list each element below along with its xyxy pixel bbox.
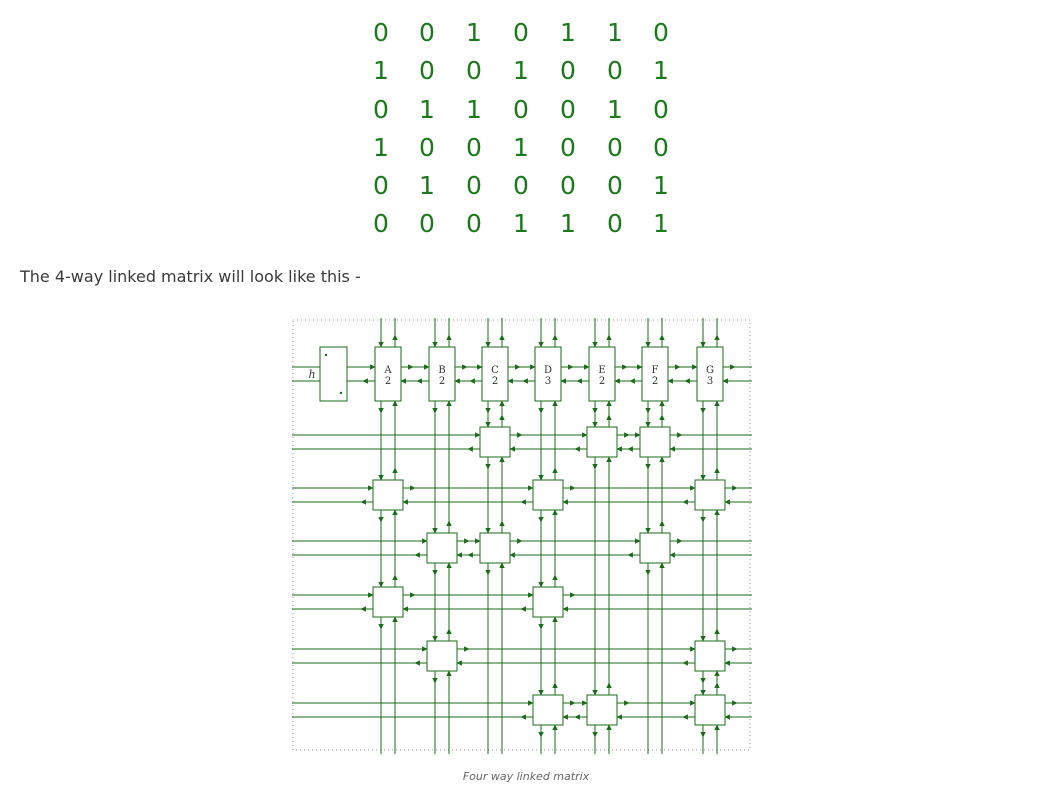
matrix-row: 0 0 1 0 1 1 0 xyxy=(356,14,686,52)
matrix-cell: 1 xyxy=(607,94,623,124)
matrix-cell: 0 xyxy=(419,18,435,47)
matrix-cell: 0 xyxy=(560,94,576,124)
matrix-node xyxy=(532,479,564,511)
column-header-node xyxy=(696,346,724,402)
head-node-dot xyxy=(324,353,328,357)
column-count: 3 xyxy=(545,376,551,387)
matrix-node xyxy=(372,586,404,618)
column-name: E xyxy=(598,365,605,376)
column-count: 2 xyxy=(385,376,391,387)
matrix-cell: 0 xyxy=(466,171,482,201)
matrix-cell: 0 xyxy=(373,171,389,201)
matrix-cell: 0 xyxy=(653,132,669,162)
matrix-cell: 0 xyxy=(466,56,482,86)
matrix-cell: 0 xyxy=(560,132,576,162)
matrix-cell: 1 xyxy=(560,209,576,239)
matrix-cell: 0 xyxy=(560,56,576,86)
matrix-node xyxy=(694,694,726,726)
matrix-cell: 0 xyxy=(607,209,623,239)
matrix-cell: 0 xyxy=(419,209,435,239)
matrix-node xyxy=(479,532,511,564)
matrix-cell: 0 xyxy=(607,132,623,162)
column-name: G xyxy=(706,365,714,376)
matrix-node xyxy=(532,694,564,726)
matrix-cell: 1 xyxy=(419,171,435,201)
matrix-node xyxy=(694,479,726,511)
column-count: 2 xyxy=(492,376,498,387)
matrix-node xyxy=(586,694,618,726)
matrix-cell: 1 xyxy=(373,56,389,86)
matrix-cell: 1 xyxy=(513,132,529,162)
column-header-node xyxy=(481,346,509,402)
matrix-cell: 0 xyxy=(653,94,669,124)
column-header-node xyxy=(588,346,616,402)
column-header-node xyxy=(641,346,669,402)
matrix-cell: 1 xyxy=(513,56,529,86)
matrix-cell: 0 xyxy=(560,171,576,201)
matrix-cell: 0 xyxy=(373,209,389,239)
matrix-cell: 0 xyxy=(373,94,389,124)
matrix-cell: 1 xyxy=(419,94,435,124)
column-name: C xyxy=(491,365,499,376)
column-count: 2 xyxy=(652,376,658,387)
description-text: The 4-way linked matrix will look like t… xyxy=(20,267,361,286)
matrix-cell: 0 xyxy=(653,18,669,47)
matrix-cell: 0 xyxy=(513,18,529,47)
matrix-node xyxy=(426,532,458,564)
matrix-node xyxy=(479,426,511,458)
matrix-node xyxy=(694,640,726,672)
matrix-cell: 1 xyxy=(653,56,669,86)
matrix-cell: 0 xyxy=(607,171,623,201)
diagram-border xyxy=(292,319,751,751)
matrix-cell: 1 xyxy=(466,18,482,47)
column-name: D xyxy=(544,365,552,376)
matrix-node xyxy=(372,479,404,511)
matrix-node xyxy=(426,640,458,672)
column-count: 3 xyxy=(707,376,713,387)
matrix-cell: 1 xyxy=(466,94,482,124)
matrix-cell: 0 xyxy=(513,94,529,124)
matrix-node xyxy=(639,426,671,458)
column-name: A xyxy=(383,365,392,376)
matrix-cell: 1 xyxy=(607,18,623,47)
column-name: F xyxy=(652,365,659,376)
head-node xyxy=(319,346,348,402)
matrix-cell: 1 xyxy=(653,209,669,239)
column-count: 2 xyxy=(599,376,605,387)
matrix-cell: 0 xyxy=(466,209,482,239)
column-header-node xyxy=(374,346,402,402)
matrix-cell: 0 xyxy=(513,171,529,201)
column-count: 2 xyxy=(439,376,445,387)
head-node-dot xyxy=(339,391,343,395)
matrix-cell: 0 xyxy=(419,56,435,86)
column-header-node xyxy=(534,346,562,402)
matrix-cell: 1 xyxy=(560,18,576,47)
matrix-cell: 0 xyxy=(419,132,435,162)
column-header-node xyxy=(428,346,456,402)
column-name: B xyxy=(438,365,445,376)
matrix-node xyxy=(639,532,671,564)
matrix-node xyxy=(532,586,564,618)
figure-caption: Four way linked matrix xyxy=(462,770,590,783)
matrix-cell: 1 xyxy=(653,171,669,201)
matrix-cell: 0 xyxy=(607,56,623,86)
matrix-node xyxy=(586,426,618,458)
head-label: h xyxy=(308,368,315,381)
matrix-cell: 0 xyxy=(373,18,389,47)
matrix-cell: 0 xyxy=(466,132,482,162)
matrix-cell: 1 xyxy=(513,209,529,239)
matrix-cell: 1 xyxy=(373,132,389,162)
